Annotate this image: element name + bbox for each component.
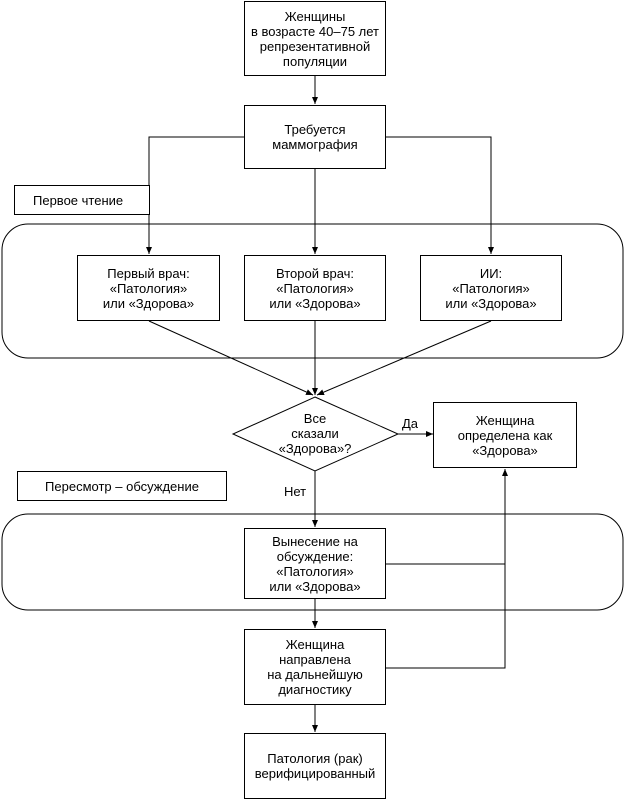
women-population-label: Женщины в возрасте 40–75 лет репрезентат… xyxy=(250,8,380,69)
referred-label: Женщина направлена на дальнейшую диагнос… xyxy=(267,637,363,697)
verified-box: Патология (рак) верифицированный xyxy=(244,733,386,799)
review-label: Пересмотр – обсуждение xyxy=(45,478,199,494)
healthy-box: Женщина определена как «Здорова» xyxy=(433,402,577,468)
no-label: Нет xyxy=(284,484,307,499)
decision-label: Все сказали «Здорова»? xyxy=(278,411,352,456)
doctor2-box: Второй врач: «Патология» или «Здорова» xyxy=(244,255,386,321)
first-reading-tag: Первое чтение xyxy=(14,185,150,215)
doctor2-label: Второй врач: «Патология» или «Здорова» xyxy=(269,265,361,311)
yes-label: Да xyxy=(402,416,419,431)
discussion-label: Вынесение на обсуждение: «Патология» или… xyxy=(269,533,361,594)
mammography-label: Требуется маммография xyxy=(272,122,358,152)
healthy-label: Женщина определена как «Здорова» xyxy=(457,412,553,458)
mammography-box: Требуется маммография xyxy=(244,105,386,169)
review-group-frame xyxy=(1,513,624,611)
women-population-box: Женщины в возрасте 40–75 лет репрезентат… xyxy=(244,1,386,76)
doctor1-box: Первый врач: «Патология» или «Здорова» xyxy=(77,255,220,321)
referred-box: Женщина направлена на дальнейшую диагнос… xyxy=(244,629,386,705)
discussion-box: Вынесение на обсуждение: «Патология» или… xyxy=(244,528,386,599)
doctor1-label: Первый врач: «Патология» или «Здорова» xyxy=(102,265,195,311)
first-reading-label: Первое чтение xyxy=(33,192,124,208)
verified-label: Патология (рак) верифицированный xyxy=(254,751,376,781)
ai-box: ИИ: «Патология» или «Здорова» xyxy=(420,255,562,321)
first-reading-group-frame xyxy=(1,223,624,359)
ai-label: ИИ: «Патология» или «Здорова» xyxy=(445,265,537,311)
review-tag: Пересмотр – обсуждение xyxy=(17,471,227,501)
